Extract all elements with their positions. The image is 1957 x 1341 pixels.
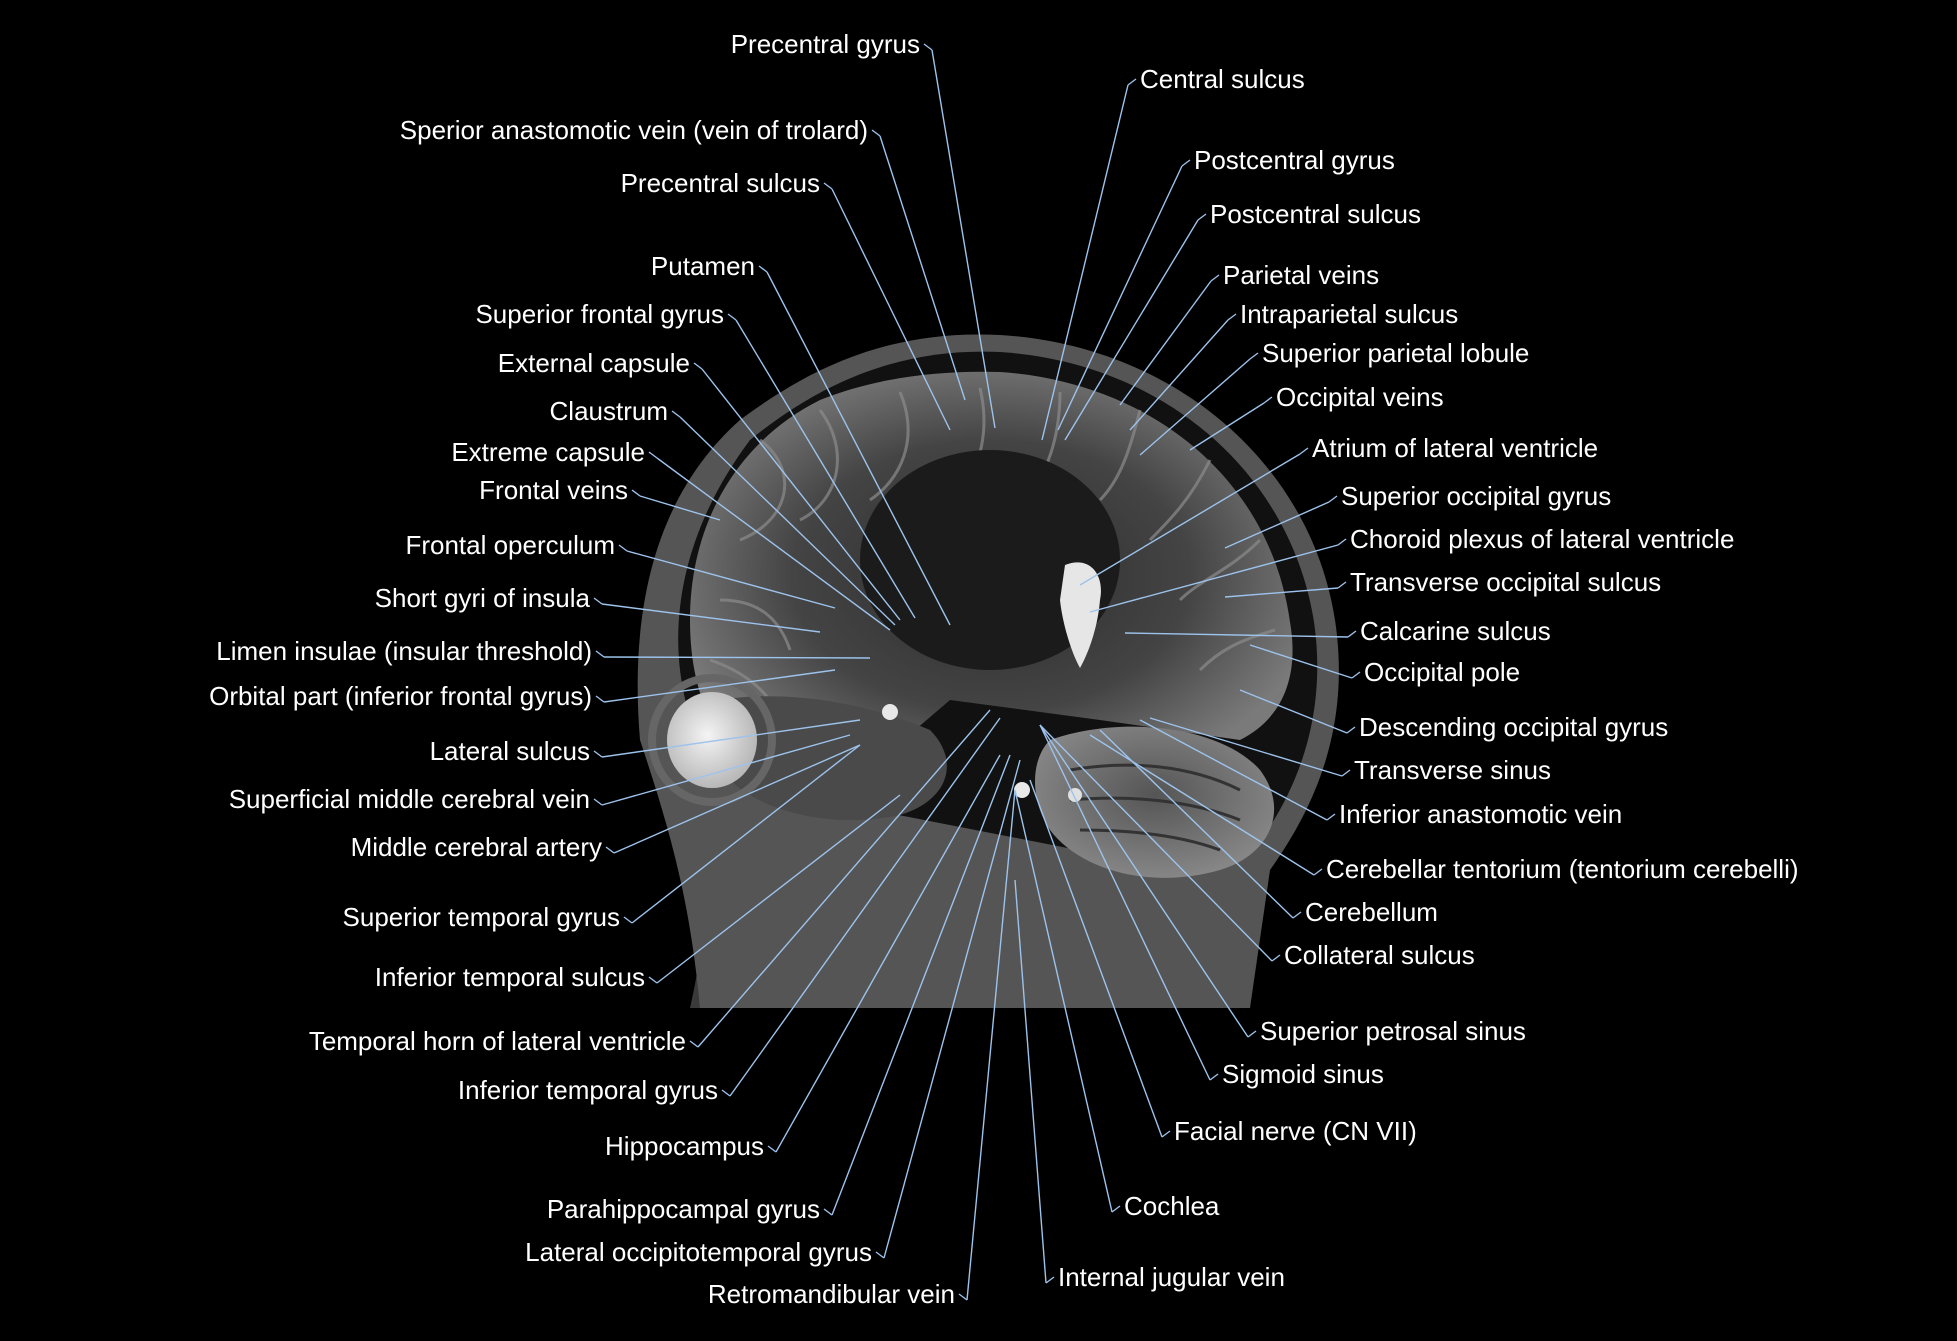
label-superior-petrosal-sinus: Superior petrosal sinus (1260, 1016, 1526, 1046)
label-superior-occipital-gyrus: Superior occipital gyrus (1341, 481, 1612, 511)
label-postcentral-gyrus: Postcentral gyrus (1194, 145, 1395, 175)
label-extreme-capsule: Extreme capsule (451, 437, 645, 467)
label-central-sulcus: Central sulcus (1140, 64, 1305, 94)
label-claustrum: Claustrum (549, 396, 668, 426)
label-descending-occipital-gyrus: Descending occipital gyrus (1359, 712, 1669, 742)
label-parietal-veins: Parietal veins (1223, 260, 1380, 290)
vessel-dot (1068, 788, 1082, 802)
label-inferior-temporal-sulcus: Inferior temporal sulcus (374, 962, 645, 992)
label-short-gyri-insula: Short gyri of insula (374, 583, 590, 613)
label-facial-nerve: Facial nerve (CN VII) (1174, 1116, 1417, 1146)
label-lateral-occipitotemporal-gyrus: Lateral occipitotemporal gyrus (525, 1237, 872, 1267)
label-putamen: Putamen (650, 251, 755, 281)
label-inferior-anastomotic-vein: Inferior anastomotic vein (1339, 799, 1623, 829)
label-choroid-plexus: Choroid plexus of lateral ventricle (1350, 524, 1735, 554)
label-transverse-sinus: Transverse sinus (1354, 755, 1551, 785)
label-retromandibular-vein: Retromandibular vein (707, 1279, 955, 1309)
label-cerebellum: Cerebellum (1305, 897, 1438, 927)
eye-globe (667, 692, 757, 788)
label-calcarine-sulcus: Calcarine sulcus (1360, 616, 1551, 646)
label-frontal-operculum: Frontal operculum (405, 530, 615, 560)
label-superior-anastomotic-vein: Sperior anastomotic vein (vein of trolar… (399, 115, 868, 145)
label-occipital-pole: Occipital pole (1364, 657, 1521, 687)
label-cerebellar-tentorium: Cerebellar tentorium (tentorium cerebell… (1326, 854, 1799, 884)
label-frontal-veins: Frontal veins (479, 475, 628, 505)
label-external-capsule: External capsule (497, 348, 690, 378)
label-internal-jugular-vein: Internal jugular vein (1058, 1262, 1285, 1292)
label-lateral-sulcus: Lateral sulcus (429, 736, 590, 766)
label-limen-insulae: Limen insulae (insular threshold) (216, 636, 592, 666)
label-precentral-gyrus: Precentral gyrus (730, 29, 920, 59)
label-precentral-sulcus: Precentral sulcus (620, 168, 820, 198)
label-inferior-temporal-gyrus: Inferior temporal gyrus (457, 1075, 718, 1105)
label-transverse-occipital-sulcus: Transverse occipital sulcus (1350, 567, 1662, 597)
label-superior-parietal-lobule: Superior parietal lobule (1262, 338, 1530, 368)
label-superior-frontal-gyrus: Superior frontal gyrus (475, 299, 724, 329)
label-orbital-part: Orbital part (inferior frontal gyrus) (209, 681, 592, 711)
label-temporal-horn: Temporal horn of lateral ventricle (308, 1026, 686, 1056)
label-atrium-lateral-ventricle: Atrium of lateral ventricle (1312, 433, 1599, 463)
cochlea-bright (1014, 782, 1030, 798)
bottom-mask (0, 1008, 1957, 1341)
label-occipital-veins: Occipital veins (1276, 382, 1444, 412)
label-postcentral-sulcus: Postcentral sulcus (1210, 199, 1421, 229)
label-cochlea: Cochlea (1124, 1191, 1220, 1221)
label-parahippocampal-gyrus: Parahippocampal gyrus (546, 1194, 820, 1224)
label-collateral-sulcus: Collateral sulcus (1284, 940, 1475, 970)
mca-vessel (882, 704, 898, 720)
label-intraparietal-sulcus: Intraparietal sulcus (1240, 299, 1459, 329)
label-superficial-middle-cerebral-vein: Superficial middle cerebral vein (228, 784, 590, 814)
label-sigmoid-sinus: Sigmoid sinus (1222, 1059, 1384, 1089)
label-superior-temporal-gyrus: Superior temporal gyrus (342, 902, 620, 932)
label-hippocampus: Hippocampus (605, 1131, 764, 1161)
label-middle-cerebral-artery: Middle cerebral artery (350, 832, 602, 862)
